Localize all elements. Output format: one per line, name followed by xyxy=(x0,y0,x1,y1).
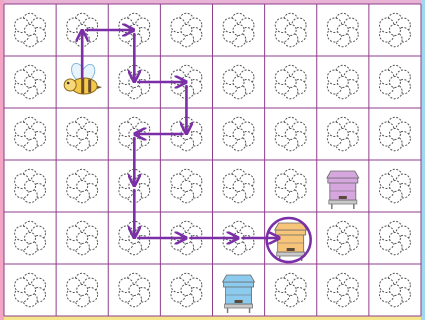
flower-icon xyxy=(275,65,306,98)
flower-center xyxy=(77,233,88,244)
flower-icon xyxy=(380,221,411,254)
flower-icon xyxy=(327,221,358,254)
flower-icon xyxy=(223,117,254,150)
flower-icon xyxy=(15,65,46,98)
yellow-hive-icon xyxy=(275,223,307,261)
flower-icon xyxy=(380,169,411,202)
flower-center xyxy=(389,181,400,192)
flower-center xyxy=(233,181,244,192)
hive-lid xyxy=(224,282,254,287)
flower-center xyxy=(337,77,348,88)
flower-icon xyxy=(380,117,411,150)
hive-roof xyxy=(275,223,307,230)
flower-icon xyxy=(275,273,306,306)
flower-icon xyxy=(223,169,254,202)
bee-stripe xyxy=(81,79,84,94)
hive-roof xyxy=(327,171,359,178)
flower-center xyxy=(181,181,192,192)
flower-icon xyxy=(15,169,46,202)
flower-center xyxy=(181,25,192,36)
flower-icon xyxy=(15,117,46,150)
flower-center xyxy=(181,285,192,296)
flower-center xyxy=(25,181,36,192)
flower-center xyxy=(389,77,400,88)
flower-icon xyxy=(15,273,46,306)
flower-center xyxy=(389,129,400,140)
flower-center xyxy=(77,181,88,192)
flower-center xyxy=(77,285,88,296)
flower-center xyxy=(25,77,36,88)
flower-icon xyxy=(327,273,358,306)
flower-icon xyxy=(380,65,411,98)
flower-center xyxy=(233,77,244,88)
flower-center xyxy=(337,233,348,244)
bee-stripe xyxy=(88,80,91,93)
flower-icon xyxy=(327,117,358,150)
flower-icon xyxy=(15,221,46,254)
flower-center xyxy=(77,129,88,140)
flower-center xyxy=(337,129,348,140)
hive-base xyxy=(225,304,253,308)
flower-icon xyxy=(67,117,98,150)
bee-eye xyxy=(67,82,70,85)
hive-entrance xyxy=(287,248,295,251)
flower-icon xyxy=(119,273,150,306)
flower-center xyxy=(285,25,296,36)
flower-icon xyxy=(171,169,202,202)
flower-center xyxy=(389,25,400,36)
hive-entrance xyxy=(235,300,243,303)
hive-entrance xyxy=(339,196,347,199)
flower-center xyxy=(25,25,36,36)
flower-center xyxy=(233,25,244,36)
flower-icon xyxy=(67,273,98,306)
flower-icon xyxy=(67,221,98,254)
flower-center xyxy=(337,25,348,36)
flower-center xyxy=(25,233,36,244)
flower-center xyxy=(285,181,296,192)
flower-center xyxy=(389,233,400,244)
flower-center xyxy=(25,129,36,140)
blue-hive-icon xyxy=(223,275,255,313)
flower-center xyxy=(285,285,296,296)
flower-center xyxy=(285,77,296,88)
flower-icon xyxy=(171,13,202,46)
flower-center xyxy=(337,285,348,296)
flower-center xyxy=(129,285,140,296)
bee-head xyxy=(64,79,76,91)
flower-center xyxy=(233,129,244,140)
flower-icon xyxy=(275,13,306,46)
hive-lid xyxy=(276,230,306,235)
bee-stinger xyxy=(97,86,102,89)
flower-icon xyxy=(380,273,411,306)
flower-icon xyxy=(67,169,98,202)
flower-center xyxy=(285,129,296,140)
flower-center xyxy=(25,285,36,296)
flower-icon xyxy=(327,65,358,98)
purple-hive-icon xyxy=(327,171,359,209)
flower-icon xyxy=(327,13,358,46)
hive-lid xyxy=(328,178,358,183)
hive-base xyxy=(329,200,357,204)
flower-icon xyxy=(275,117,306,150)
flower-center xyxy=(389,285,400,296)
flower-icon xyxy=(223,13,254,46)
grid-lines xyxy=(4,4,421,316)
flower-icon xyxy=(380,13,411,46)
flower-icon xyxy=(223,65,254,98)
hive-roof xyxy=(223,275,255,282)
flower-icon xyxy=(171,273,202,306)
flower-icon xyxy=(275,169,306,202)
flower-icon xyxy=(15,13,46,46)
hive-base xyxy=(277,252,305,256)
